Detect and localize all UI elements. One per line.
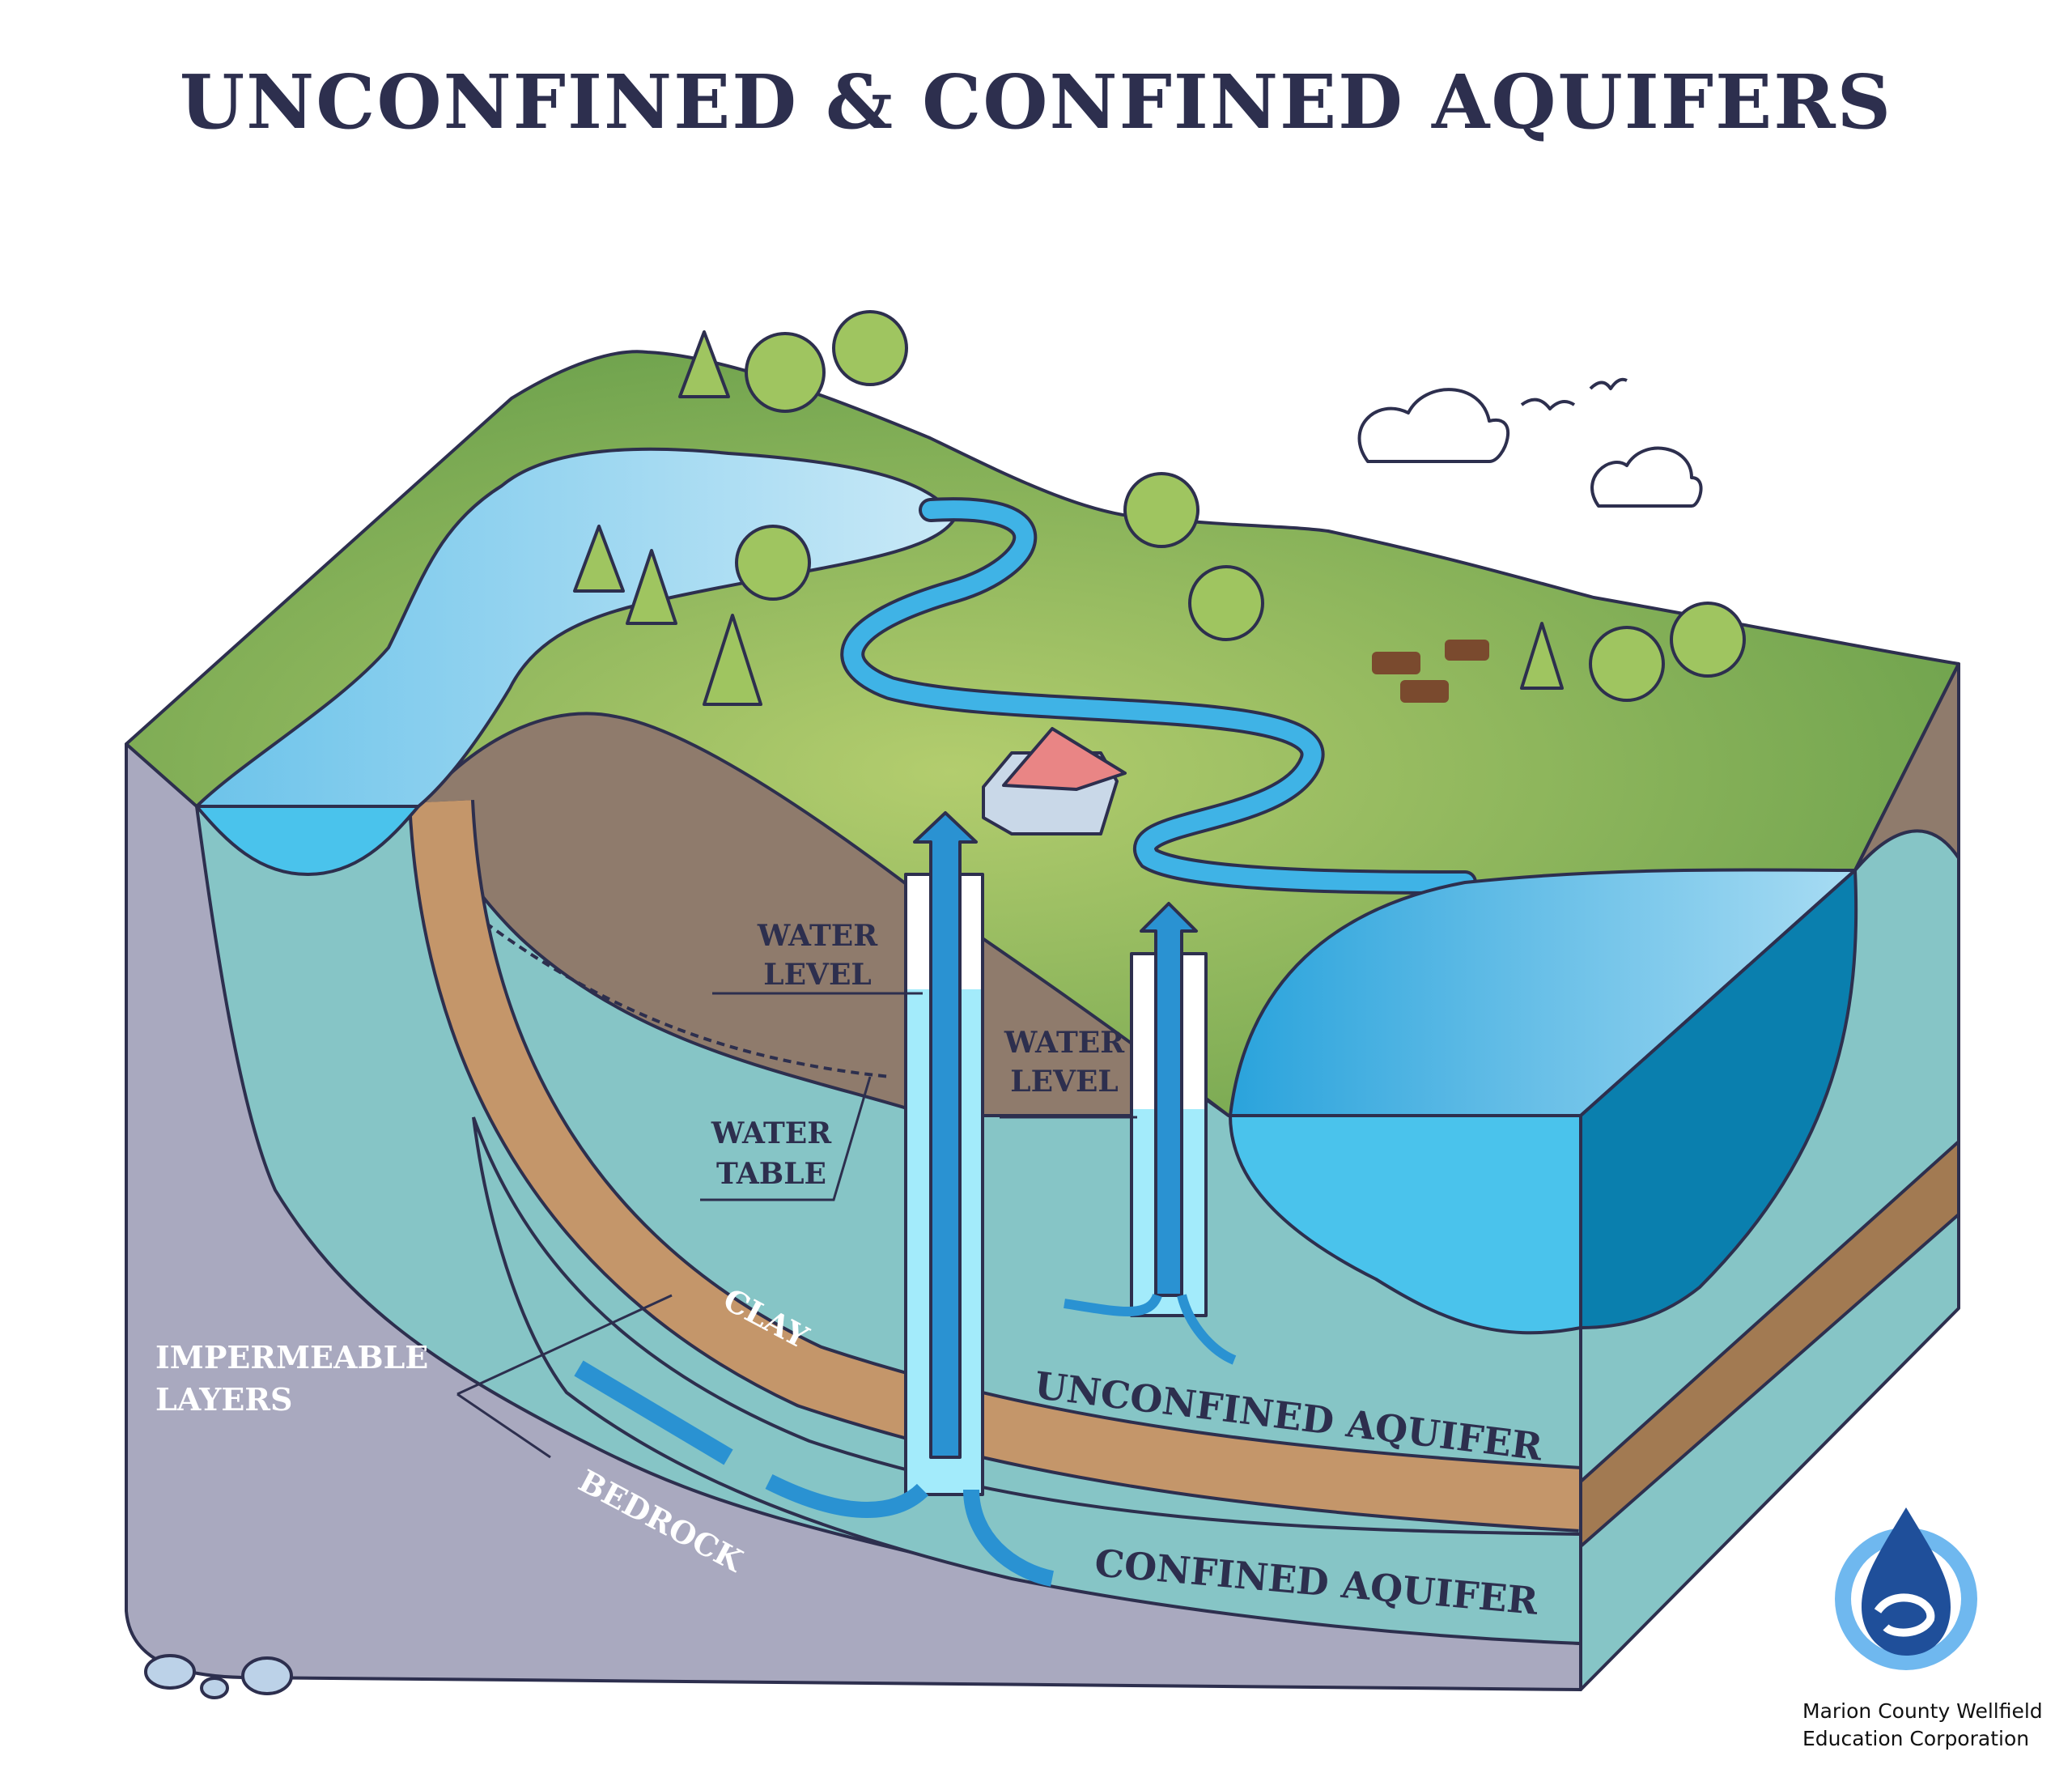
water-table-label-1: WATER <box>711 1116 832 1150</box>
birds-icon <box>1520 377 1628 410</box>
organization-name-line-2: Education Corporation <box>1802 1727 2029 1750</box>
water-level-left-label-2: LEVEL <box>763 958 871 992</box>
cows-icon <box>1372 640 1489 703</box>
lake-right-section <box>1229 1114 1582 1335</box>
organization-logo <box>1835 1507 1977 1670</box>
impermeable-layers-label-1: IMPERMEABLE <box>155 1339 428 1375</box>
water-level-right-label-2: LEVEL <box>1010 1065 1118 1099</box>
flow-arrow-icon <box>574 1360 733 1465</box>
right-face-clay <box>1579 1140 1960 1548</box>
lake-right-surface <box>1229 868 1857 1117</box>
right-face-soil <box>1853 662 1960 872</box>
lake-left-section <box>195 805 420 876</box>
confined-aquifer-layer <box>472 1116 1582 1646</box>
flow-arrow-icon <box>1064 1293 1237 1365</box>
confined-well <box>904 811 984 1496</box>
water-level-right-label-1: WATER <box>1004 1026 1125 1060</box>
up-arrow-icon <box>1140 902 1198 1297</box>
trees <box>573 310 1746 706</box>
river-water <box>843 500 1474 891</box>
flow-arrow-icon <box>963 1489 1055 1587</box>
right-face-water <box>1579 869 1858 1329</box>
house-icon <box>982 727 1127 835</box>
clay-layer-fill <box>411 800 1583 1529</box>
water-table-line <box>484 921 891 1078</box>
clouds-icon <box>1357 388 1703 508</box>
flow-arrow-icon <box>765 1474 929 1518</box>
unconfined-well <box>1130 902 1208 1317</box>
up-arrow-icon <box>913 811 978 1459</box>
page-title: UNCONFINED & CONFINED AQUIFERS <box>180 58 1892 146</box>
water-level-left-label-1: WATER <box>757 919 878 953</box>
organization-name-line-1: Marion County Wellfield <box>1802 1699 2043 1723</box>
water-table-label-2: TABLE <box>716 1157 826 1191</box>
rocks-icon <box>144 1654 293 1699</box>
impermeable-layers-label-2: LAYERS <box>155 1381 292 1418</box>
leader-lines <box>456 992 1137 1459</box>
